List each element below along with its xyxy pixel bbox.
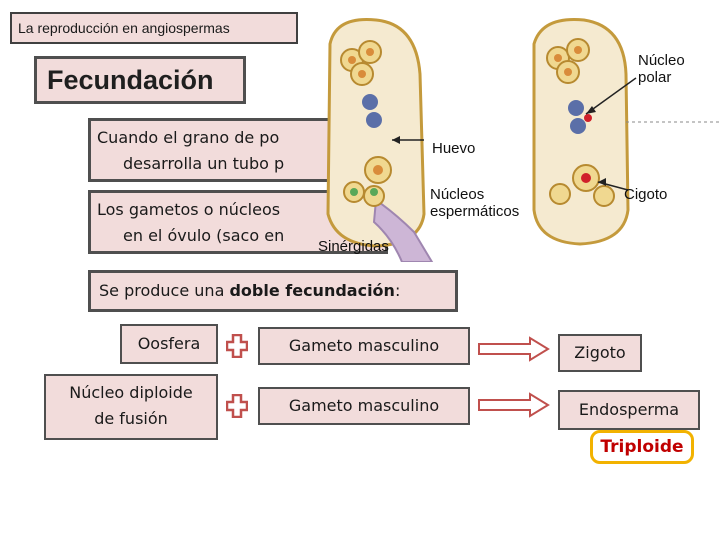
plus-icon xyxy=(226,394,248,418)
label-sinergidas: Sinérgidas xyxy=(318,238,389,255)
fused-polar-nucleus-2 xyxy=(570,118,586,134)
term-gameto-masculino-1: Gameto masculino xyxy=(258,327,470,365)
polar-nucleus-2 xyxy=(366,112,382,128)
ovule-illustration xyxy=(326,18,720,262)
label-nucleos-line2: espermáticos xyxy=(430,203,520,220)
term-endosperma: Endosperma xyxy=(558,390,700,430)
triploide-badge: Triploide xyxy=(590,430,694,464)
paragraph-pollen-tube-line1: Cuando el grano de po xyxy=(97,128,280,147)
paragraph-gametes-line2: en el óvulo (saco en xyxy=(123,226,285,245)
paragraph-pollen-tube-line2: desarrolla un tubo p xyxy=(123,154,285,173)
label-huevo: Huevo xyxy=(432,140,476,157)
section-tag: La reproducción en angiospermas xyxy=(10,12,298,44)
label-nucleo-polar-line1: Núcleo xyxy=(638,52,685,69)
term-nucleo-diploide: Núcleo diploide de fusión xyxy=(44,374,218,440)
pollen-tube xyxy=(372,198,434,262)
paragraph-gametes-line1: Los gametos o núcleos xyxy=(97,200,281,219)
arrow-right-icon xyxy=(478,392,550,418)
arrow-right-icon xyxy=(478,336,550,362)
label-nucleos-line1: Núcleos xyxy=(430,186,485,203)
term-oosfera: Oosfera xyxy=(120,324,218,364)
term-zigoto: Zigoto xyxy=(558,334,642,372)
doble-suffix: : xyxy=(394,281,401,300)
doble-prefix: Se produce una xyxy=(99,281,230,300)
label-nucleo-polar: Núcleo polar xyxy=(638,52,685,86)
nucleo-line2: de fusión xyxy=(94,409,168,428)
polar-nucleus-1 xyxy=(362,94,378,110)
label-cigoto: Cigoto xyxy=(624,186,668,203)
label-nucleo-polar-line2: polar xyxy=(638,69,672,86)
term-gameto-masculino-2: Gameto masculino xyxy=(258,387,470,425)
plus-icon xyxy=(226,334,248,358)
nucleo-line1: Núcleo diploide xyxy=(69,383,193,402)
double-fertilization-statement: Se produce una doble fecundación: xyxy=(88,270,458,312)
fused-polar-nucleus-1 xyxy=(568,100,584,116)
label-nucleos-espermaticos: Núcleos espermáticos xyxy=(430,186,519,220)
doble-bold: doble fecundación xyxy=(229,281,395,300)
sperm-nucleus-1 xyxy=(350,188,358,196)
sperm-nucleus-2 xyxy=(370,188,378,196)
page-title: Fecundación xyxy=(34,56,246,104)
